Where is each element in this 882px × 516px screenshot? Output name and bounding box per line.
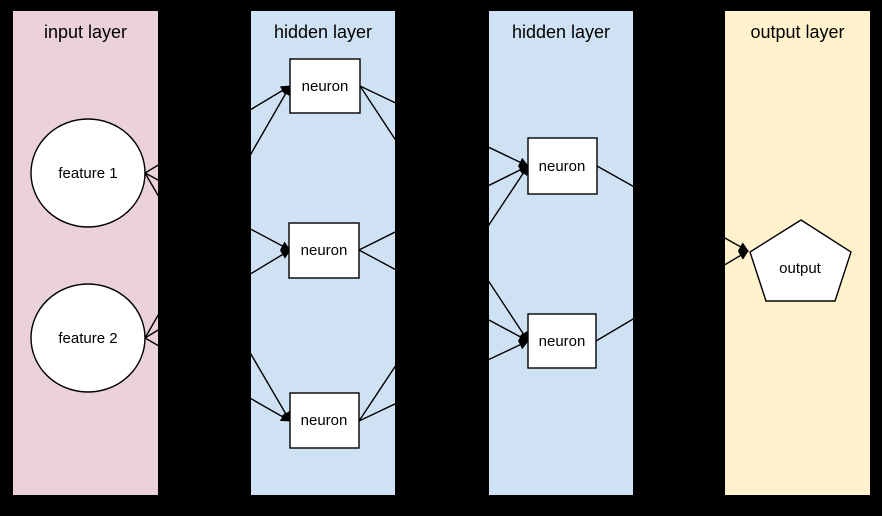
layer-panel-hidden-1: hidden layer [251, 11, 395, 495]
layer-panel-hidden-2: hidden layer [489, 11, 633, 495]
layer-title-output: output layer [750, 22, 845, 42]
layer-title-hidden-1: hidden layer [273, 22, 373, 42]
layer-panel-output: output layer [725, 11, 870, 495]
layer-title-hidden-2: hidden layer [511, 22, 611, 42]
layer-panel-input: input layer [13, 11, 158, 495]
layer-title-input: input layer [43, 22, 128, 42]
